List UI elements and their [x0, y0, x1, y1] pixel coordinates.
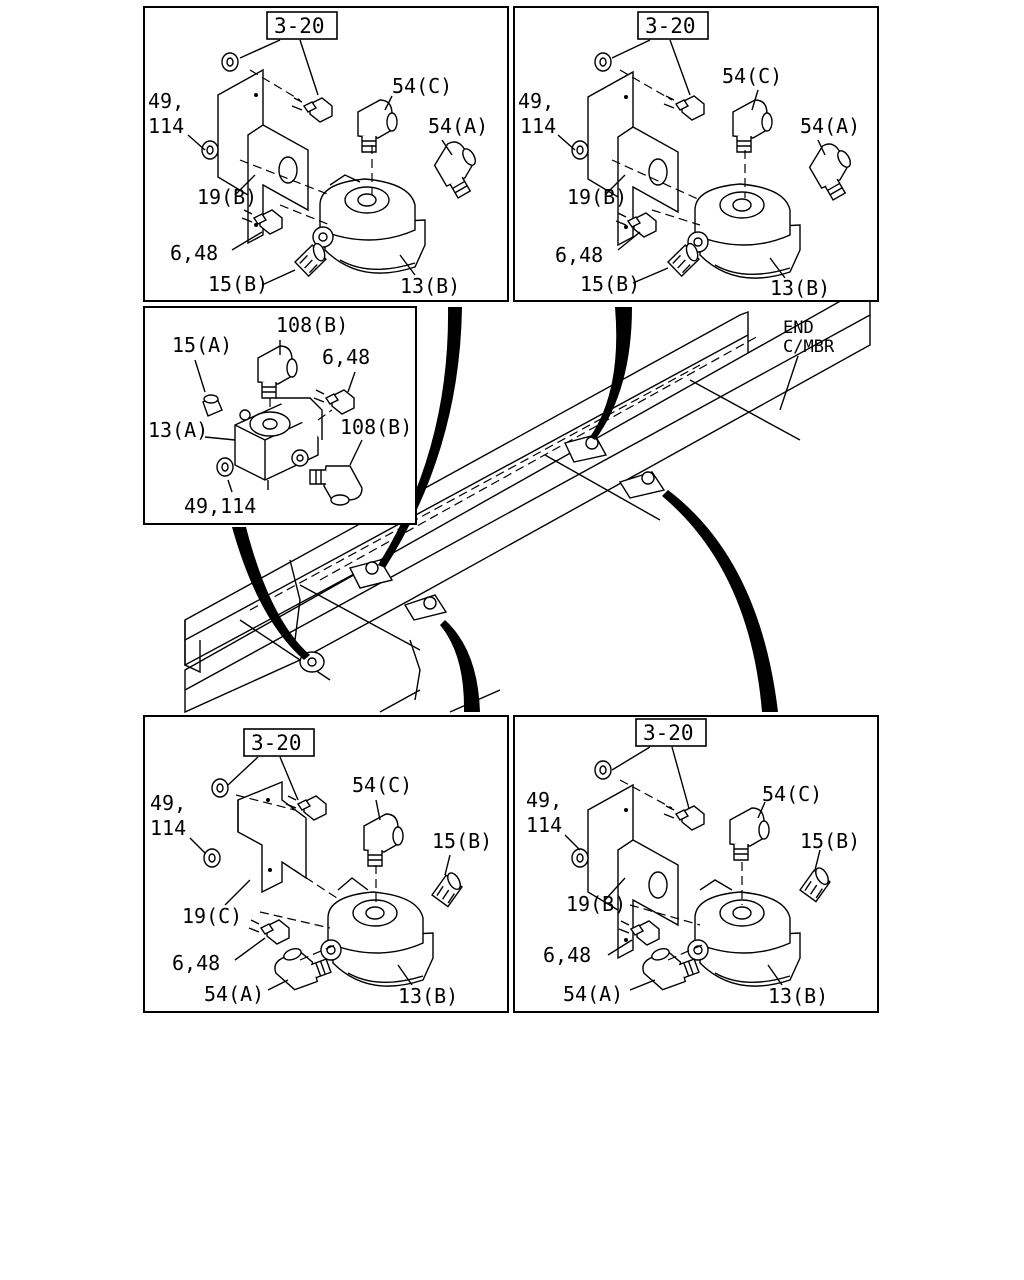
label-15b: 15(B): [800, 829, 860, 853]
ref-box-label: 3-20: [251, 731, 302, 755]
end-cmbr-label-2: C/MBR: [783, 337, 835, 357]
label-49-114: 49,114: [184, 494, 256, 518]
panel-mid-left: 15(A) 108(B) 6,48 13(A) 108(B) 49,114: [143, 306, 417, 525]
callout-leaders: [232, 307, 778, 712]
label-6-48: 6,48: [322, 345, 370, 369]
label-15b: 15(B): [580, 272, 640, 296]
label-49: 49,: [148, 89, 184, 113]
label-19b: 19(B): [567, 185, 627, 209]
label-54a: 54(A): [800, 114, 860, 138]
label-114: 114: [148, 114, 184, 138]
label-108b-right: 108(B): [340, 415, 412, 439]
label-114: 114: [526, 813, 562, 837]
label-15a: 15(A): [172, 333, 232, 357]
ref-box[interactable]: [266, 11, 338, 40]
label-49: 49,: [526, 788, 562, 812]
panel-top-left: 3-20 49, 114 54(C) 54(A) 19(B) 6,48 15(B…: [143, 6, 509, 302]
label-54a: 54(A): [204, 982, 264, 1006]
label-13b: 13(B): [770, 276, 830, 300]
label-19c: 19(C): [182, 904, 242, 928]
label-19b: 19(B): [566, 892, 626, 916]
label-6-48: 6,48: [172, 951, 220, 975]
label-54a: 54(A): [428, 114, 488, 138]
label-19b: 19(B): [197, 185, 257, 209]
label-15b: 15(B): [208, 272, 268, 296]
label-6-48: 6,48: [555, 243, 603, 267]
ref-box[interactable]: [635, 718, 707, 747]
chassis-frame: END C/MBR: [184, 289, 871, 714]
label-54a: 54(A): [563, 982, 623, 1006]
label-49: 49,: [150, 791, 186, 815]
label-108b-top: 108(B): [276, 313, 348, 337]
label-49: 49,: [518, 89, 554, 113]
panel-bottom-right: 3-20 49, 114 54(C) 15(B) 19(B) 6,48 54(A…: [513, 715, 879, 1013]
label-114: 114: [150, 816, 186, 840]
ref-box-label: 3-20: [643, 721, 694, 745]
label-13b: 13(B): [768, 984, 828, 1008]
panel-top-right: 3-20 49, 114 54(C) 54(A) 19(B) 6,48 15(B…: [513, 6, 879, 302]
ref-box[interactable]: [637, 11, 709, 40]
label-13b: 13(B): [398, 984, 458, 1008]
label-54c: 54(C): [392, 74, 452, 98]
label-6-48: 6,48: [170, 241, 218, 265]
label-13b: 13(B): [400, 274, 460, 298]
label-54c: 54(C): [722, 64, 782, 88]
label-54c: 54(C): [352, 773, 412, 797]
ref-box[interactable]: [243, 728, 315, 757]
label-13a: 13(A): [148, 418, 208, 442]
end-cmbr-label-1: END: [783, 318, 814, 338]
label-15b: 15(B): [432, 829, 492, 853]
ref-box-label: 3-20: [645, 14, 696, 38]
panel-bottom-left: 3-20 49, 114 54(C) 15(B) 19(C) 6,48 54(A…: [143, 715, 509, 1013]
label-54c: 54(C): [762, 782, 822, 806]
label-114: 114: [520, 114, 556, 138]
ref-box-label: 3-20: [274, 14, 325, 38]
label-6-48: 6,48: [543, 943, 591, 967]
